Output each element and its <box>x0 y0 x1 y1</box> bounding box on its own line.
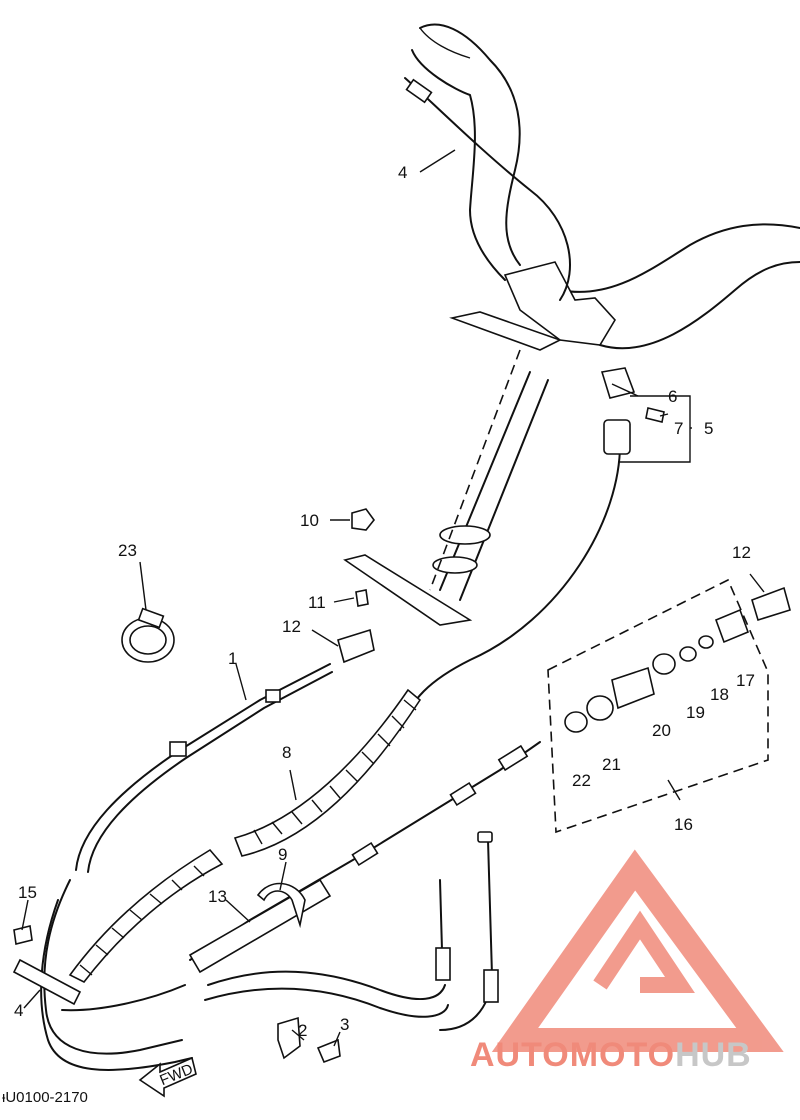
assembly-16 <box>547 578 769 834</box>
callout-15: 15 <box>18 883 37 902</box>
watermark-text: AUTOMOTOHUB <box>470 1036 752 1074</box>
callout-1: 1 <box>228 649 237 668</box>
small-parts <box>12 508 791 1064</box>
callout-21: 21 <box>602 755 621 774</box>
callout-13: 13 <box>208 887 227 906</box>
callout-23: 23 <box>118 541 137 560</box>
callout-7: 7 <box>674 419 683 438</box>
callout-12-left: 12 <box>282 617 301 636</box>
callout-12-right: 12 <box>732 543 751 562</box>
callout-11: 11 <box>308 593 326 612</box>
drawing-code: ᵻU0100-2170 <box>2 1089 88 1106</box>
callout-4-top: 4 <box>398 163 407 182</box>
leader-lines <box>21 149 765 1047</box>
callout-18: 18 <box>710 685 729 704</box>
callout-10: 10 <box>300 511 319 530</box>
callout-3: 3 <box>340 1015 349 1034</box>
callout-20: 20 <box>652 721 671 740</box>
callout-8: 8 <box>282 743 291 762</box>
callout-22: 22 <box>572 771 591 790</box>
handlebar <box>411 23 800 350</box>
callout-17: 17 <box>736 671 755 690</box>
lower-cables <box>40 831 499 1071</box>
watermark-logo <box>491 849 784 1052</box>
cable-1 <box>68 663 333 984</box>
cable-4-upper <box>404 77 571 301</box>
cable-13 <box>188 741 541 974</box>
callout-5: 5 <box>704 419 713 438</box>
callout-19: 19 <box>686 703 705 722</box>
spiral-wrap <box>233 688 422 857</box>
watermark-text-part1: AUTOMOTO <box>470 1036 675 1074</box>
watermark-text-part2: HUB <box>675 1036 752 1074</box>
callout-6: 6 <box>668 387 677 406</box>
callout-9: 9 <box>278 845 287 864</box>
callout-16: 16 <box>674 815 693 834</box>
steering-column <box>343 311 563 626</box>
callout-2: 2 <box>298 1021 307 1040</box>
cable-5 <box>399 367 691 731</box>
callout-4-bottom: 4 <box>14 1001 23 1020</box>
